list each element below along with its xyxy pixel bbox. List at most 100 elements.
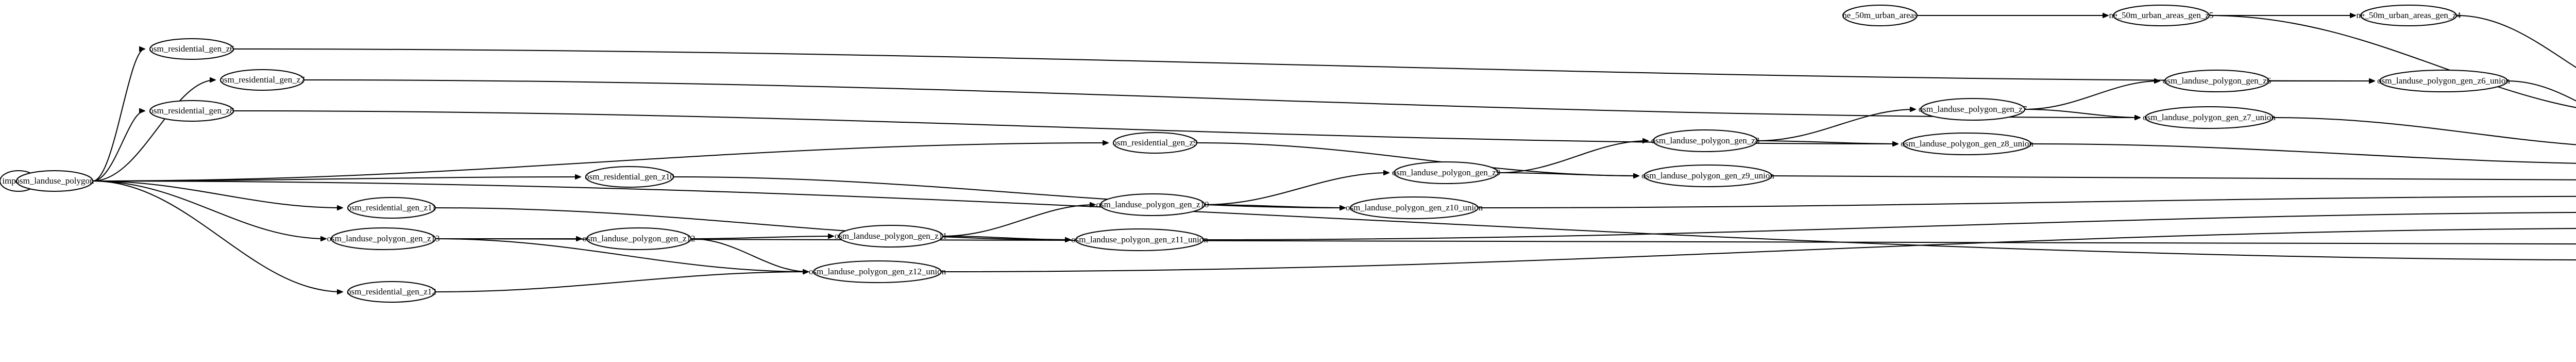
node-ellipse	[2379, 70, 2508, 92]
graph-edge	[92, 177, 581, 182]
node-label: osm_landuse_polygon_gen_z9	[1392, 168, 1501, 177]
node-ellipse	[838, 225, 943, 248]
node-label: osm_landuse_polygon_gen_z12	[582, 234, 695, 243]
node-ellipse	[1842, 5, 1918, 26]
graph-edge	[92, 180, 326, 239]
graph-node-osm_landuse_polygon_gen_z10_union[interactable]: osm_landuse_polygon_gen_z10_union	[1346, 196, 1483, 219]
graph-edge	[92, 180, 343, 292]
node-ellipse	[331, 227, 436, 250]
graph-edge	[1498, 141, 1648, 173]
graph-node-osm_landuse_polygon_gen_z9[interactable]: osm_landuse_polygon_gen_z9	[1392, 161, 1501, 184]
graph-node-osm_landuse_polygon_gen_z7_union[interactable]: osm_landuse_polygon_gen_z7_union	[2143, 106, 2276, 129]
node-ellipse	[220, 69, 304, 91]
node-ellipse	[585, 166, 674, 188]
graph-node-osm_landuse_polygon_gen_z11_union[interactable]: osm_landuse_polygon_gen_z11_union	[1071, 228, 1208, 251]
node-label: osm_landuse_polygon_gen_z7_union	[2143, 112, 2276, 122]
graph-node-osm_landuse_polygon_gen_z13[interactable]: osm_landuse_polygon_gen_z13	[327, 227, 440, 250]
graph-edge	[942, 236, 1071, 240]
node-label: ne_50m_urban_areas_gen_z4	[2357, 10, 2461, 20]
graph-edge	[435, 272, 808, 292]
graph-edge	[941, 228, 2576, 272]
graph-node-osm_residential_gen_z8[interactable]: osm_residential_gen_z8	[149, 100, 234, 122]
graph-node-osm_residential_gen_z10[interactable]: osm_residential_gen_z10	[585, 166, 674, 188]
node-label: osm_residential_gen_z6	[149, 44, 234, 54]
node-label: osm_landuse_polygon_gen_z8	[1651, 136, 1760, 145]
graph-edge	[2024, 109, 2140, 118]
graph-edge	[92, 180, 2576, 261]
node-ellipse	[813, 260, 942, 283]
graph-node-ne_50m_urban_areas_gen_z4[interactable]: ne_50m_urban_areas_gen_z4	[2357, 5, 2461, 26]
graph-edge	[690, 238, 808, 272]
node-label: osm_landuse_polygon_gen_z11_union	[1071, 235, 1208, 244]
node-ellipse	[1903, 133, 2031, 155]
graph-edge	[2209, 15, 2576, 108]
node-label: osm_landuse_polygon_gen_z6_union	[2377, 76, 2510, 86]
graph-node-osm_landuse_polygon_gen_z12_union[interactable]: osm_landuse_polygon_gen_z12_union	[809, 260, 946, 283]
graph-edge	[1204, 173, 1389, 205]
graph-node-osm_landuse_polygon_gen_z6_union[interactable]: osm_landuse_polygon_gen_z6_union	[2377, 70, 2510, 92]
graph-node-osm_residential_gen_z12[interactable]: osm_residential_gen_z12	[347, 281, 436, 303]
graph-edge	[1203, 211, 2576, 240]
graph-node-osm_landuse_polygon_gen_z10[interactable]: osm_landuse_polygon_gen_z10	[1096, 193, 1209, 216]
graph-edge	[673, 176, 1345, 208]
node-ellipse	[1653, 129, 1758, 152]
graph-edge	[1757, 140, 1898, 144]
graph-edge	[92, 180, 343, 208]
graph-node-osm_landuse_polygon_gen_z8_union[interactable]: osm_landuse_polygon_gen_z8_union	[1901, 133, 2033, 155]
node-ellipse	[1075, 228, 1204, 251]
graph-node-osm_landuse_polygon[interactable]: osm_landuse_polygon	[15, 170, 94, 192]
graph-node-osm_landuse_polygon_gen_z6[interactable]: osm_landuse_polygon_gen_z6	[2163, 70, 2272, 92]
graph-edge	[435, 207, 1071, 240]
graph-edge	[2273, 117, 2576, 145]
graph-edge	[1204, 204, 1345, 208]
node-label: osm_landuse_polygon_gen_z13	[327, 234, 439, 243]
graph-edge	[233, 48, 2375, 81]
node-label: osm_landuse_polygon_gen_z10_union	[1346, 203, 1483, 212]
node-label: ne_50m_urban_areas	[1842, 10, 1917, 20]
graph-edge	[233, 110, 1898, 144]
node-ellipse	[1394, 161, 1499, 184]
node-ellipse	[16, 170, 93, 192]
graph-node-ne_50m_urban_areas[interactable]: ne_50m_urban_areas	[1842, 5, 1918, 26]
node-ellipse	[347, 197, 436, 219]
graph-node-osm_residential_gen_z6[interactable]: osm_residential_gen_z6	[149, 38, 234, 60]
graph-node-osm_residential_gen_z7[interactable]: osm_residential_gen_z7	[219, 69, 305, 91]
graph-node-osm_residential_gen_z11[interactable]: osm_residential_gen_z11	[347, 197, 436, 219]
node-ellipse	[1113, 132, 1197, 154]
node-ellipse	[347, 281, 436, 303]
node-label: osm_residential_gen_z7	[219, 75, 305, 85]
node-label: osm_landuse_polygon_gen_z12_union	[809, 267, 946, 276]
graph-edge	[1498, 172, 1639, 176]
node-ellipse	[2164, 70, 2269, 92]
graph-node-osm_landuse_polygon_gen_z8[interactable]: osm_landuse_polygon_gen_z8	[1651, 129, 1760, 152]
node-ellipse	[149, 38, 234, 60]
graph-edge	[690, 236, 834, 239]
node-ellipse	[2145, 106, 2274, 129]
graph-edge	[92, 80, 215, 182]
node-label: osm_residential_gen_z9	[1112, 138, 1197, 147]
node-ellipse	[1350, 196, 1479, 219]
graph-edge	[92, 49, 145, 182]
graph-node-osm_landuse_polygon_gen_z9_union[interactable]: osm_landuse_polygon_gen_z9_union	[1641, 164, 1774, 187]
graph-edge	[92, 111, 145, 182]
graph-edge	[2507, 80, 2576, 102]
edge-layer	[10, 15, 2576, 292]
graph-edge	[435, 238, 808, 272]
graph-edge	[1478, 195, 2576, 208]
node-label: osm_residential_gen_z11	[347, 203, 436, 212]
graph-node-ne_50m_urban_areas_gen_z5[interactable]: ne_50m_urban_areas_gen_z5	[2109, 5, 2214, 26]
node-label: osm_residential_gen_z12	[347, 287, 436, 297]
graph-node-osm_landuse_polygon_gen_z12[interactable]: osm_landuse_polygon_gen_z12	[582, 227, 696, 250]
graph-node-osm_landuse_polygon_gen_z11[interactable]: osm_landuse_polygon_gen_z11	[835, 225, 947, 248]
graph-node-osm_residential_gen_z9[interactable]: osm_residential_gen_z9	[1112, 132, 1198, 154]
node-label: osm_landuse_polygon	[15, 176, 94, 186]
node-label: osm_residential_gen_z8	[149, 106, 234, 116]
node-ellipse	[2360, 5, 2457, 26]
node-ellipse	[586, 227, 691, 250]
graph-node-osm_landuse_polygon_gen_z7[interactable]: osm_landuse_polygon_gen_z7	[1919, 98, 2027, 121]
node-label: osm_landuse_polygon_gen_z7	[1919, 104, 2027, 114]
node-label: osm_landuse_polygon_gen_z11	[835, 231, 947, 241]
graph-edge	[92, 143, 1108, 182]
graph-edge	[2024, 81, 2160, 110]
